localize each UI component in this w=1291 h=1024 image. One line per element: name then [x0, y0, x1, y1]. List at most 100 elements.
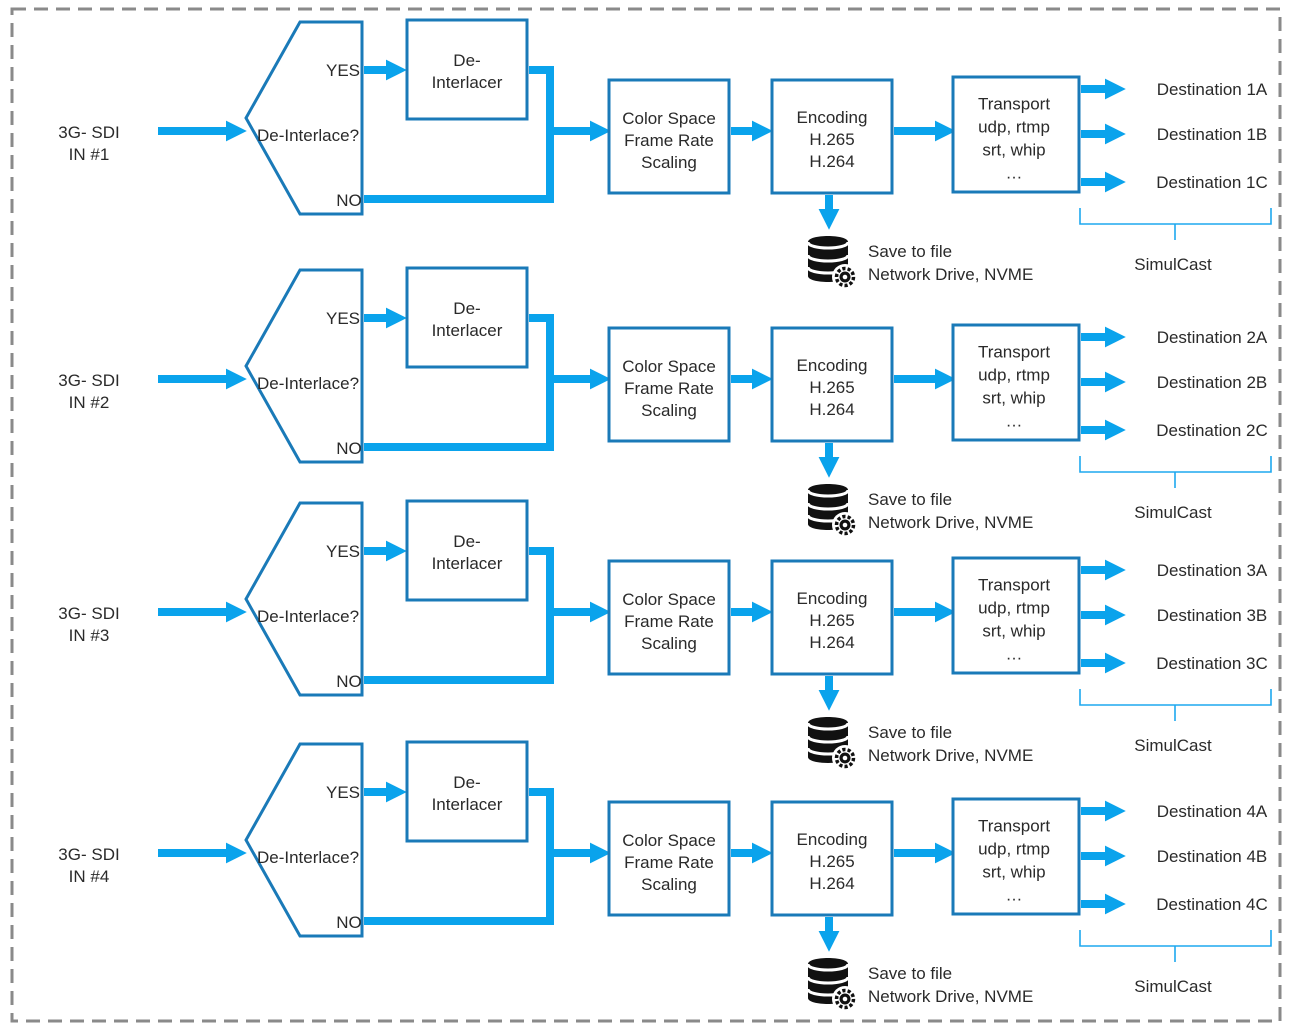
no-path-line [364, 379, 554, 451]
no-path-line [364, 612, 554, 684]
transport-label-line-2: udp, rtmp [978, 599, 1050, 618]
color-space-label-line-1: Color Space [622, 109, 716, 128]
color-space-label-line-1: Color Space [622, 357, 716, 376]
deinterlacer-out-line [529, 66, 554, 131]
save-label-line-1: Save to file [868, 490, 952, 509]
destination-label-1: Destination 3A [1157, 561, 1268, 580]
color-space-label-line-3: Scaling [641, 153, 697, 172]
input-label-line-2: IN #3 [69, 626, 110, 645]
simulcast-label: SimulCast [1134, 736, 1212, 755]
encoding-label-line-1: Encoding [797, 356, 868, 375]
destination-label-1: Destination 1A [1157, 80, 1268, 99]
encoding-label-line-3: H.264 [809, 874, 854, 893]
transport-label-line-1: Transport [978, 343, 1050, 362]
color-space-label-line-2: Frame Rate [624, 379, 714, 398]
encoding-box [770, 800, 894, 917]
deinterlacer-box [405, 499, 529, 602]
encoding-label-line-2: H.265 [809, 611, 854, 630]
destination-label-3: Destination 2C [1156, 421, 1268, 440]
destination-label-1: Destination 4A [1157, 802, 1268, 821]
deinterlacer-box [405, 18, 529, 121]
transport-box [951, 75, 1081, 194]
decision-node [244, 501, 364, 697]
database-gear-icon [806, 958, 858, 1012]
destination-label-3: Destination 1C [1156, 173, 1268, 192]
color-space-label-line-1: Color Space [622, 590, 716, 609]
destination-label-1: Destination 2A [1157, 328, 1268, 347]
save-label-line-1: Save to file [868, 242, 952, 261]
color-space-label-line-2: Frame Rate [624, 853, 714, 872]
simulcast-brace [1079, 456, 1272, 488]
color-space-box [607, 78, 731, 195]
decision-node [244, 268, 364, 464]
deinterlacer-label-line-2: Interlacer [432, 321, 503, 340]
transport-label-line-2: udp, rtmp [978, 366, 1050, 385]
no-path-line [364, 131, 554, 203]
transport-label-line-4: … [1006, 412, 1023, 431]
database-gear-icon [806, 236, 858, 290]
transport-label-line-1: Transport [978, 95, 1050, 114]
transport-label-line-4: … [1006, 886, 1023, 905]
transport-box [951, 797, 1081, 916]
input-label-line-2: IN #2 [69, 393, 110, 412]
save-label-line-2: Network Drive, NVME [868, 987, 1033, 1006]
encoding-label-line-1: Encoding [797, 830, 868, 849]
save-label-line-2: Network Drive, NVME [868, 265, 1033, 284]
deinterlacer-label-line-1: De- [453, 299, 480, 318]
no-label: NO [336, 439, 362, 458]
destination-label-2: Destination 4B [1157, 847, 1268, 866]
encoding-label-line-3: H.264 [809, 400, 854, 419]
encoding-label-line-1: Encoding [797, 108, 868, 127]
destination-label-2: Destination 1B [1157, 125, 1268, 144]
deinterlacer-out-line [529, 788, 554, 853]
destination-label-3: Destination 3C [1156, 654, 1268, 673]
transport-box [951, 323, 1081, 442]
encoding-label-line-3: H.264 [809, 152, 854, 171]
color-space-label-line-3: Scaling [641, 634, 697, 653]
transport-label-line-4: … [1006, 645, 1023, 664]
encoding-label-line-2: H.265 [809, 378, 854, 397]
yes-label: YES [326, 542, 360, 561]
deinterlacer-label-line-1: De- [453, 773, 480, 792]
transport-label-line-3: srt, whip [982, 141, 1045, 160]
input-label-line-1: 3G- SDI [58, 123, 119, 142]
transport-label-line-4: … [1006, 164, 1023, 183]
save-label-line-2: Network Drive, NVME [868, 746, 1033, 765]
simulcast-brace [1079, 689, 1272, 721]
deinterlacer-out-line [529, 547, 554, 612]
deinterlacer-label-line-2: Interlacer [432, 554, 503, 573]
encoding-box [770, 78, 894, 195]
transport-box [951, 556, 1081, 675]
destination-label-2: Destination 3B [1157, 606, 1268, 625]
encoding-box [770, 559, 894, 676]
deinterlacer-label-line-1: De- [453, 51, 480, 70]
input-label-line-1: 3G- SDI [58, 604, 119, 623]
deinterlacer-label-line-2: Interlacer [432, 795, 503, 814]
encoding-label-line-2: H.265 [809, 130, 854, 149]
database-gear-icon [806, 484, 858, 538]
destination-label-3: Destination 4C [1156, 895, 1268, 914]
input-label-line-2: IN #1 [69, 145, 110, 164]
database-gear-icon [806, 717, 858, 771]
save-label-line-1: Save to file [868, 964, 952, 983]
save-label-line-2: Network Drive, NVME [868, 513, 1033, 532]
deinterlacer-label-line-2: Interlacer [432, 73, 503, 92]
input-label-line-1: 3G- SDI [58, 845, 119, 864]
encoding-label-line-1: Encoding [797, 589, 868, 608]
simulcast-label: SimulCast [1134, 255, 1212, 274]
decision-label: De-Interlace? [257, 374, 359, 393]
color-space-label-line-2: Frame Rate [624, 131, 714, 150]
encoding-label-line-2: H.265 [809, 852, 854, 871]
destination-label-2: Destination 2B [1157, 373, 1268, 392]
save-label-line-1: Save to file [868, 723, 952, 742]
deinterlacer-label-line-1: De- [453, 532, 480, 551]
color-space-label-line-2: Frame Rate [624, 612, 714, 631]
transport-label-line-1: Transport [978, 576, 1050, 595]
transport-label-line-1: Transport [978, 817, 1050, 836]
no-path-line [364, 853, 554, 925]
simulcast-label: SimulCast [1134, 503, 1212, 522]
color-space-box [607, 800, 731, 917]
